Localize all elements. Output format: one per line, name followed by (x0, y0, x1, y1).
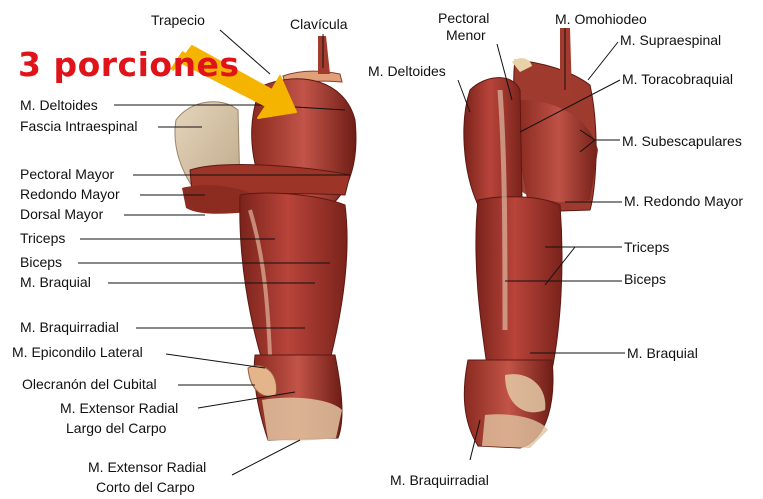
label-fascia: Fascia Intraespinal (20, 118, 138, 134)
label-right-braquial: M. Braquial (627, 345, 698, 361)
label-dorsal-mayor: Dorsal Mayor (20, 206, 103, 222)
label-olecranon: Olecranón del Cubital (22, 376, 157, 392)
label-supraespinal: M. Supraespinal (620, 32, 721, 48)
right-upper-arm (476, 197, 562, 372)
left-wrist-tendon (262, 398, 342, 441)
label-left-redondo-mayor: Redondo Mayor (20, 186, 120, 202)
leader-supraespinal (588, 42, 618, 80)
label-right-triceps: Triceps (624, 239, 669, 255)
label-left-biceps: Biceps (20, 254, 62, 270)
label-left-braquirradial: M. Braquirradial (20, 319, 119, 335)
label-clavicula: Clavícula (290, 16, 348, 32)
label-left-triceps: Triceps (20, 230, 65, 246)
label-pectoral-menor-1: Pectoral (438, 10, 489, 26)
headline-text: 3 porciones (18, 45, 240, 84)
label-subescapulares: M. Subescapulares (622, 133, 742, 149)
label-pectoral-mayor: Pectoral Mayor (20, 166, 114, 182)
label-right-braquirradial: M. Braquirradial (390, 472, 489, 488)
label-epicondilo: M. Epicondilo Lateral (12, 344, 143, 360)
right-deltoid (464, 78, 522, 205)
label-right-deltoides: M. Deltoides (368, 63, 446, 79)
label-trapecio: Trapecio (151, 12, 205, 28)
label-right-biceps: Biceps (624, 271, 666, 287)
left-upper-arm (240, 193, 347, 360)
label-toracobraquial: M. Toracobraquial (622, 71, 733, 87)
label-ext-corto-1: M. Extensor Radial (88, 459, 206, 475)
label-ext-corto-2: Corto del Carpo (96, 479, 195, 495)
label-ext-largo-2: Largo del Carpo (66, 420, 166, 436)
label-left-deltoides: M. Deltoides (20, 97, 98, 113)
label-pectoral-menor-2: Menor (446, 27, 486, 43)
label-left-braquial: M. Braquial (20, 274, 91, 290)
leader-epicondilo (166, 354, 265, 368)
right-arm-figure (464, 28, 598, 448)
right-omohyoid (560, 28, 572, 96)
left-clavicle-stem (318, 36, 330, 74)
label-omohiodeo: M. Omohiodeo (555, 11, 647, 27)
leader-ext-corto (232, 440, 300, 475)
label-ext-largo-1: M. Extensor Radial (60, 400, 178, 416)
label-right-redondo-mayor: M. Redondo Mayor (624, 193, 743, 209)
